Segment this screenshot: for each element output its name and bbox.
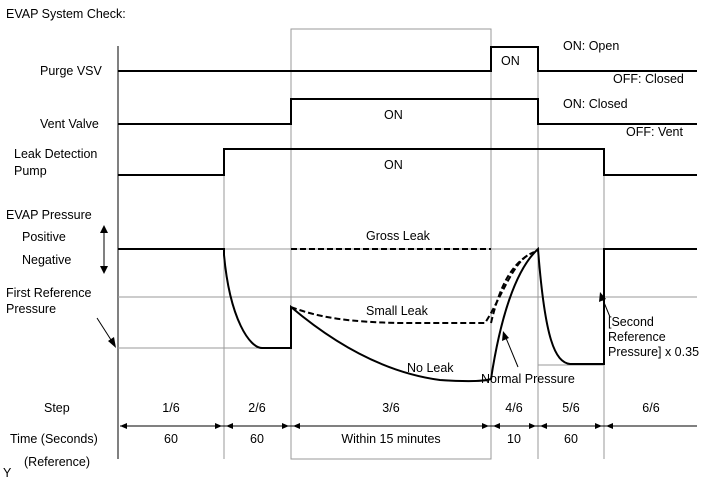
step-1: 1/6 (162, 401, 179, 415)
duration-arrows (120, 423, 697, 429)
time-4: 10 (507, 432, 521, 446)
time-row: 60 60 Within 15 minutes 10 60 (164, 432, 578, 446)
vent-valve-off-state: OFF: Vent (626, 125, 683, 139)
first-reference-label-1: First Reference (6, 286, 91, 300)
reference-label: (Reference) (24, 455, 90, 469)
time-3: Within 15 minutes (341, 432, 440, 446)
leak-pump-label-1: Leak Detection (14, 147, 97, 161)
second-reference-label-2: Reference (608, 330, 666, 344)
second-reference-label-3: Pressure] x 0.35 (608, 345, 699, 359)
step-row: 1/6 2/6 3/6 4/6 5/6 6/6 (162, 401, 659, 415)
normal-pressure-arrow (502, 331, 519, 368)
time-label: Time (Seconds) (10, 432, 98, 446)
leak-pump-label-2: Pump (14, 164, 47, 178)
small-leak-label: Small Leak (366, 304, 429, 318)
pressure-traces (118, 246, 697, 383)
purge-vsv-off-state: OFF: Closed (613, 72, 684, 86)
corner-mark: Y (3, 466, 12, 480)
purge-vsv-on-label: ON (501, 54, 520, 68)
step-5: 5/6 (562, 401, 579, 415)
purge-vsv-label: Purge VSV (40, 64, 103, 78)
purge-vsv-on-state: ON: Open (563, 39, 619, 53)
step-3: 3/6 (382, 401, 399, 415)
time-5: 60 (564, 432, 578, 446)
step-label: Step (44, 401, 70, 415)
step-2: 2/6 (248, 401, 265, 415)
first-reference-label-2: Pressure (6, 302, 56, 316)
first-reference-arrow (96, 317, 116, 348)
vent-valve-on-state: ON: Closed (563, 97, 628, 111)
diagram-title: EVAP System Check: (6, 7, 126, 21)
no-leak-label: No Leak (407, 361, 454, 375)
normal-pressure-label: Normal Pressure (481, 372, 575, 386)
step-3-box (290, 28, 492, 460)
negative-label: Negative (22, 253, 71, 267)
time-2: 60 (250, 432, 264, 446)
step-4: 4/6 (505, 401, 522, 415)
vent-valve-on-label: ON (384, 108, 403, 122)
time-1: 60 (164, 432, 178, 446)
second-reference-arrow (599, 292, 611, 318)
pressure-direction-arrow (100, 225, 108, 274)
vent-valve-signal (118, 98, 697, 125)
positive-label: Positive (22, 230, 66, 244)
gross-leak-label: Gross Leak (366, 229, 431, 243)
evap-pressure-label: EVAP Pressure (6, 208, 92, 222)
vent-valve-label: Vent Valve (40, 117, 99, 131)
leak-pump-signal (118, 148, 697, 176)
purge-vsv-signal (118, 46, 697, 72)
leak-pump-on-label: ON (384, 158, 403, 172)
second-reference-label-1: [Second (608, 315, 654, 329)
step-6: 6/6 (642, 401, 659, 415)
